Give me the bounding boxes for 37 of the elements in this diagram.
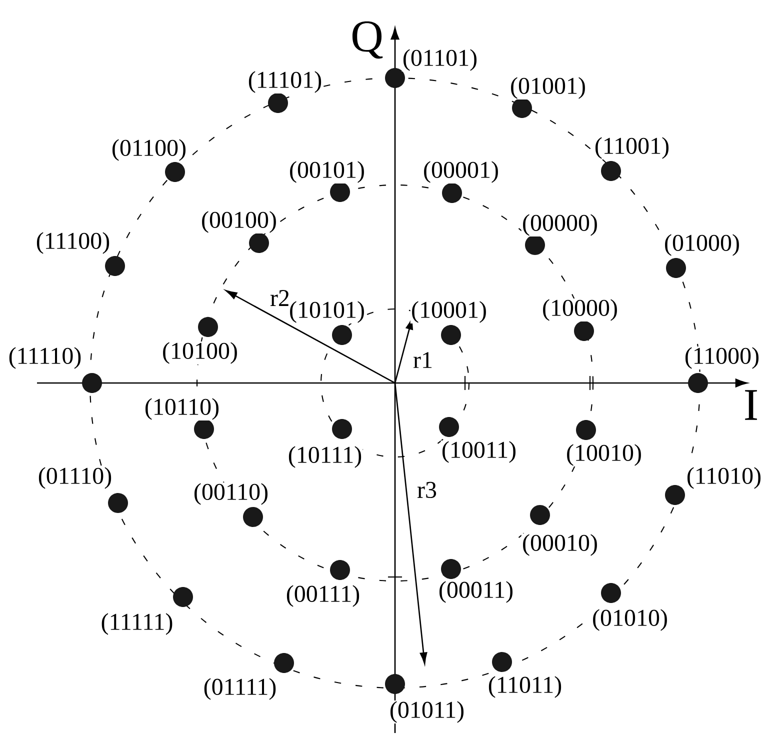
point-label: (10111)	[287, 445, 363, 469]
point-label: (01111)	[202, 677, 278, 701]
point-label: (10100)	[161, 341, 239, 365]
point-label: (01110)	[37, 466, 113, 490]
point-label: (01100)	[110, 138, 188, 162]
point-label: (01011)	[388, 700, 466, 724]
point-label: (01101)	[402, 48, 478, 72]
point-label: (01010)	[591, 608, 669, 632]
point-label: (10001)	[410, 300, 488, 324]
point-label: (01001)	[509, 76, 587, 100]
radius-label: r3	[416, 481, 438, 499]
radius-label: r2	[269, 289, 291, 307]
axis-label: Q	[352, 21, 383, 59]
point-label: (10101)	[288, 300, 366, 324]
point-label: (00100)	[200, 210, 278, 234]
axis-label: I	[745, 390, 757, 420]
point-label: (11010)	[686, 466, 762, 490]
point-label: (00010)	[521, 533, 599, 557]
point-label: (11100)	[35, 231, 111, 255]
point-label: (10011)	[440, 440, 518, 464]
point-label: (10110)	[144, 397, 220, 421]
point-label: (00110)	[192, 482, 270, 506]
point-label: (00001)	[422, 160, 500, 184]
point-label: (00101)	[288, 160, 366, 184]
point-label: (11011)	[487, 675, 563, 699]
point-label: (11101)	[247, 70, 323, 94]
point-label: (11111)	[100, 612, 174, 636]
point-label: (00111)	[285, 584, 361, 608]
point-label: (11001)	[594, 136, 670, 160]
point-label: (11000)	[684, 346, 760, 370]
point-label: (00000)	[521, 213, 599, 237]
point-label: (10000)	[541, 298, 619, 322]
point-label: (10010)	[565, 443, 643, 467]
point-label: (11110)	[8, 346, 82, 370]
point-label: (01000)	[663, 233, 741, 257]
point-label: (00011)	[438, 580, 514, 604]
radius-label: r1	[412, 351, 434, 369]
